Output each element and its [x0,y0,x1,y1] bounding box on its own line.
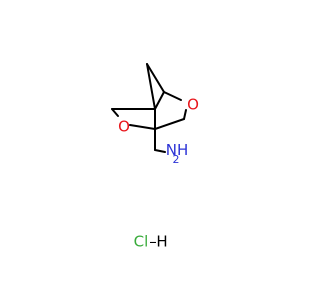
bond [154,118,185,130]
bond [154,149,166,153]
oxygen-atom-label: O [187,96,199,114]
bond [129,124,156,130]
amine-symbol: NH [166,141,189,159]
chlorine-atom-label: Cl [134,233,149,251]
bond [163,91,182,101]
amine-subscript: 2 [173,153,180,166]
amine-group-label: NH [166,141,189,159]
structure-diagram: O O NH 2 Cl – H [111,63,199,251]
hydrogen-atom-label: H [156,233,167,251]
bond [111,108,119,117]
bond [154,91,165,110]
bond [183,109,187,120]
bond [146,63,156,110]
bond [146,63,165,93]
oxygen-atom-label: O [118,118,130,136]
salt-separator: – [149,233,157,251]
